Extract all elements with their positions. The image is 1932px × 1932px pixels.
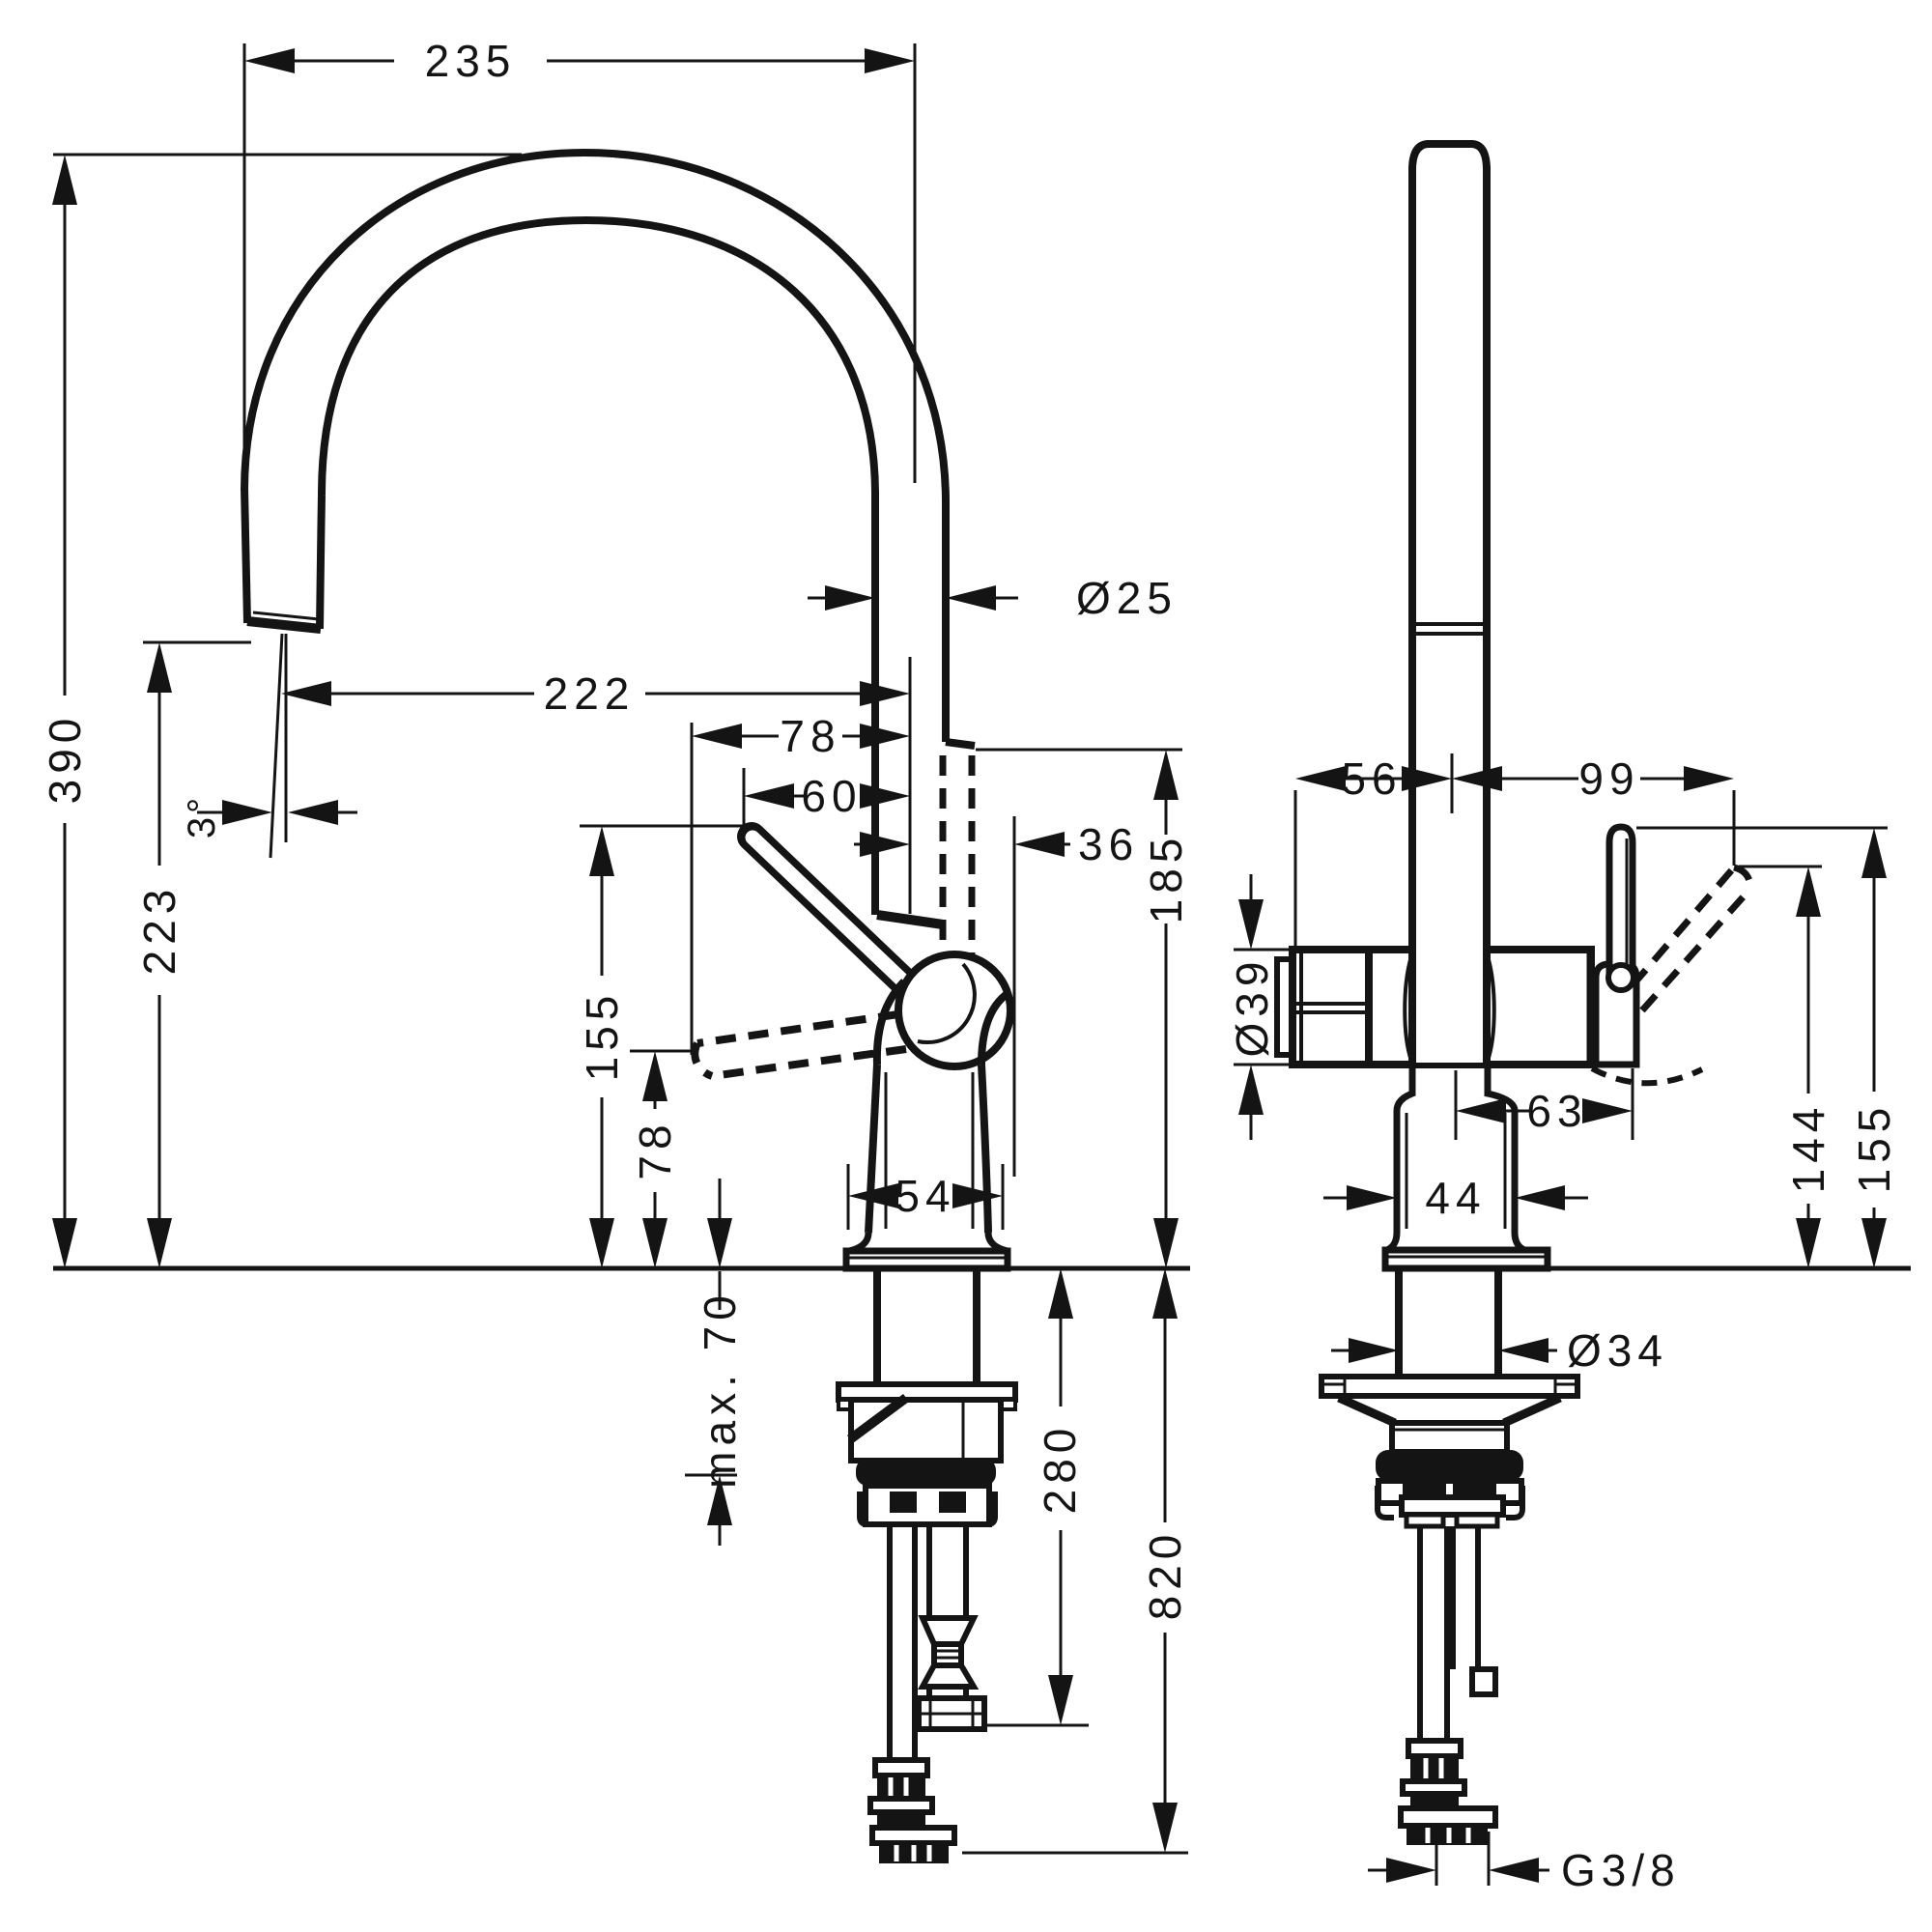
pipe-joint-lines [1412,622,1487,636]
dim-lever-155-side: 155 [1636,826,1899,1268]
dim-label: 235 [425,36,517,86]
body-left-wall [865,1064,881,1234]
dim-label: Ø25 [1076,573,1178,623]
body-right-wall [978,1064,992,1234]
dim-label: 280 [1035,1423,1085,1515]
dim-label: 60 [801,771,862,821]
dim-hose-820: 820 [962,1268,1190,1855]
dimensions: 235 390 223 3° 222 [40,36,1899,1895]
dim-base-54: 54 [846,1164,1005,1230]
pipe-fill [1416,164,1483,1063]
dim-lever-78: 78 [630,1049,692,1268]
front-mounting-hardware [836,1268,1018,1527]
dim-shank-34: Ø34 [1331,1325,1668,1376]
dim-side-56: 56 [1293,753,1454,948]
dim-label: 390 [40,713,90,805]
base-flange [842,1247,1011,1272]
dim-lever-155: 155 [577,824,746,1268]
dim-label: 144 [1783,1102,1833,1194]
dim-thread-g38: G3/8 [1368,1832,1681,1895]
lever-swing-arc [1590,1065,1704,1087]
pipe-step-cap [945,738,976,750]
dim-reach-222: 222 [281,657,912,914]
dim-label: Ø39 [1227,956,1277,1058]
lever-core [745,830,924,1002]
spout-tip-left-edge [241,487,251,624]
handle-lever [737,822,932,1009]
dim-pipe-dia-25: Ø25 [808,573,1178,623]
spout-inner-curve [318,215,879,496]
side-mounting-hardware [1319,1268,1580,1529]
dim-label: 78 [780,711,840,761]
side-base-column [1381,1065,1551,1272]
spout-tip-right-edge [316,494,326,630]
dim-body-dia-39: Ø39 [1227,874,1297,1140]
handle-lever-dashed [691,1010,907,1080]
side-lever-dashed-lower [1639,886,1753,1013]
dim-lever-144: 144 [1739,865,1833,1268]
side-handle [1590,823,1754,1087]
dim-hose-280: 280 [984,1268,1089,1727]
dim-label: 56 [1341,753,1402,804]
rod-ball-end [1605,962,1636,993]
dim-label: 3° [181,794,223,838]
hose-clip [1469,1666,1498,1697]
dim-offset-36: 36 [854,816,1139,1177]
lever-dashed-cap [691,1041,714,1080]
dim-offset-60: 60 [742,768,910,827]
dim-height-390: 390 [40,153,522,1268]
dim-label: 185 [1141,833,1191,924]
dim-label: 44 [1425,1173,1486,1223]
body-left-shoulder [872,979,907,1065]
dim-label: 78 [630,1119,680,1179]
dim-label: 223 [134,884,185,976]
dim-height-185: 185 [976,748,1191,1268]
dim-base-44: 44 [1323,1173,1588,1223]
dim-label: Ø34 [1567,1325,1668,1376]
pipe-bottom-cap [876,910,944,929]
spout-arc [241,148,950,634]
dim-label: 222 [544,668,636,719]
side-lever-dashed-tip [1733,864,1754,890]
clip-diagonal [847,1393,909,1444]
dim-label: 99 [1578,753,1639,804]
side-supply-hoses [1398,1526,1498,1845]
lever-dashed-upper [696,1010,899,1047]
dim-label: 63 [1526,1086,1587,1136]
dim-label: 36 [1078,819,1139,869]
front-view [53,148,1190,1863]
lever-edge-line [746,844,915,1007]
spout-outer-curve [241,148,950,503]
side-pipe [1408,140,1491,1065]
aerator-line [252,611,320,621]
spout-outlet-face [246,616,322,634]
body-right-shoulder [978,991,1009,1065]
dim-reach-235: 235 [242,36,917,486]
spout-pipe [871,495,976,958]
pipe-top-cap [1408,140,1491,171]
side-lever-dashed-upper [1630,865,1737,988]
dim-offset-78: 78 [690,711,910,1055]
dim-label: 155 [577,990,627,1082]
dim-label: G3/8 [1561,1845,1681,1895]
ball-inner-arc [917,962,977,1044]
dim-label: 54 [895,1171,955,1221]
dim-angle-3deg: 3° [181,633,357,859]
handle-rod [1605,823,1636,978]
escutcheon-plate [1319,1374,1580,1399]
dim-label: 155 [1849,1102,1899,1194]
side-flange [1381,1246,1551,1272]
side-view [1274,140,1911,1845]
dim-label: max. 70 [695,1290,745,1489]
dim-label: 820 [1140,1529,1190,1621]
dim-side-99: 99 [1452,753,1736,866]
faucet-body [842,979,1011,1272]
dim-deck-max70: max. 70 [685,1179,745,1546]
dim-side-63: 63 [1454,1068,1634,1140]
front-supply-hoses [867,1524,987,1863]
dim-height-223: 223 [134,640,251,1268]
